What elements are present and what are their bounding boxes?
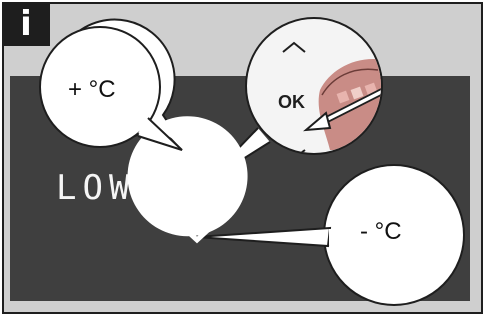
- ok-button[interactable]: OK: [180, 183, 206, 203]
- decrease-temp-label: - °C: [360, 218, 402, 246]
- temperature-display: LOW: [56, 168, 135, 208]
- increase-temp-label: + °C: [68, 76, 116, 104]
